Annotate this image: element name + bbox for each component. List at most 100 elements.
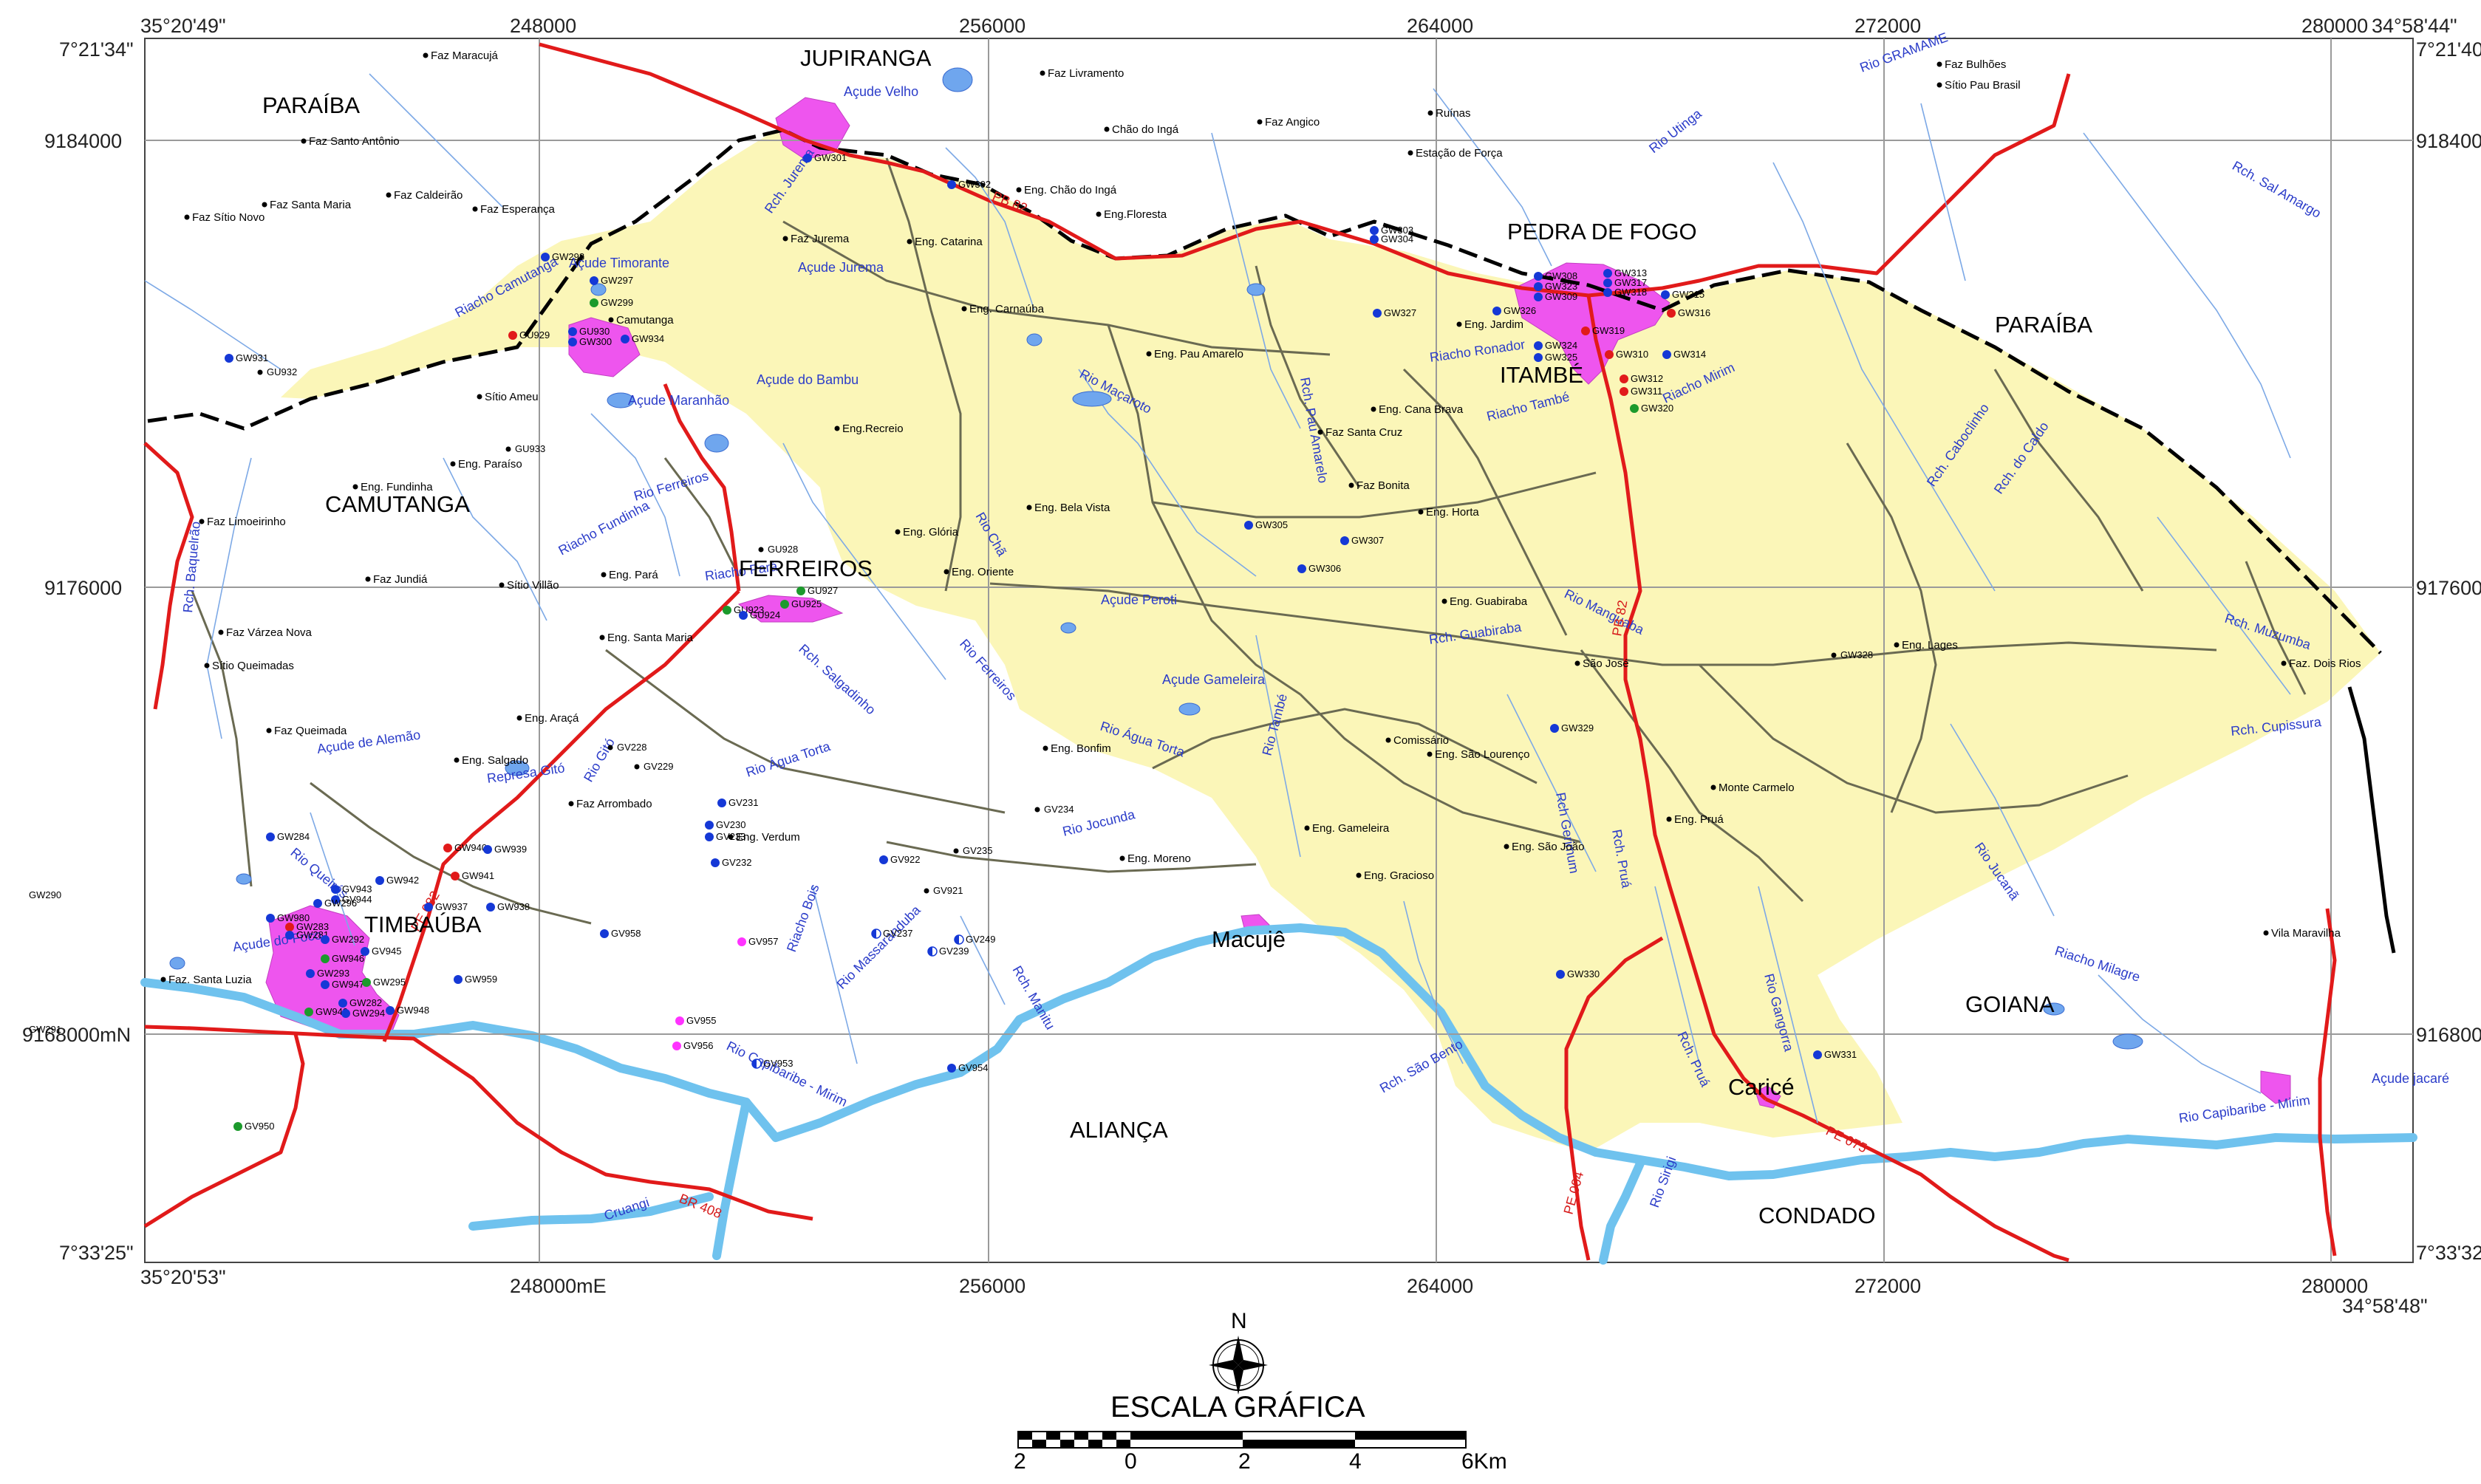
place-marker [1504,844,1509,849]
highway-br408 [144,1025,813,1221]
well-marker [1667,309,1676,318]
northing-right: 9168000 [2416,1024,2481,1046]
place-marker [907,239,912,245]
town-label: JUPIRANGA [800,45,932,71]
well-marker [483,845,492,854]
well-marker [796,587,805,595]
well-label: GW299 [601,297,633,308]
place-marker [1042,745,1048,751]
well-marker [1034,807,1040,813]
place-label: Faz Sítio Novo [192,211,265,224]
place-label: Faz Arrombado [576,798,652,810]
place-label: Eng. Fundinha [361,481,433,493]
easting-bottom: 280000 [2301,1275,2368,1297]
urban-camutanga [568,317,641,377]
well-label: GW325 [1545,352,1577,363]
well-marker [1534,293,1543,301]
well-label: GW284 [277,831,310,842]
well-label: GW326 [1504,305,1536,316]
well-label: GV957 [748,936,778,947]
place-label: Eng. Pruá [1674,813,1724,826]
place-label: São José [1583,657,1629,670]
well-label: GV234 [1044,804,1074,815]
hydro-label: Açude Jurema [798,260,884,275]
well-marker [924,888,929,894]
place-label: Eng.Floresta [1104,208,1167,221]
well-label: GV955 [686,1015,716,1026]
well-marker [1603,288,1612,297]
well-marker [257,369,263,375]
place-marker [943,569,949,575]
well-label: GW282 [349,997,382,1008]
place-label: Eng. Oriente [952,566,1014,578]
well-marker [285,923,294,931]
well-label: GV249 [966,934,995,945]
highway-west [143,442,194,710]
well-marker [675,1016,684,1025]
well-label: GW330 [1567,968,1600,979]
northing-left: 9168000mN [22,1024,131,1046]
hydro-label: Açude Velho [844,84,918,99]
northing-right: 9176000 [2416,577,2481,599]
well-label: GV239 [939,946,969,957]
well-marker [341,1009,350,1018]
highway-pe004 [1564,936,1664,1261]
well-marker [1492,307,1501,315]
well-marker [739,611,748,620]
place-label: Eng. Glória [903,526,959,538]
well-marker [1370,226,1379,235]
place-label: Eng.Recreio [842,423,904,435]
place-marker [1304,825,1310,831]
well-marker [568,327,577,336]
well-marker [1831,652,1837,658]
well-marker [1244,521,1253,530]
well-label: GV231 [728,797,758,808]
place-label: Eng. Horta [1426,506,1479,519]
place-label: Eng. Lages [1902,639,1958,652]
scale-bar-segments [1017,1431,1467,1449]
place-marker [608,317,614,323]
easting-top: 248000 [510,15,576,37]
place-marker [895,529,901,535]
well-label: GV921 [933,885,963,896]
place-label: Eng. Guabiraba [1450,595,1528,608]
well-label: GW949 [315,1006,348,1017]
place-label: Eng. Gracioso [1364,869,1434,882]
place-marker [568,801,574,807]
well-marker [443,844,452,852]
place-marker [472,206,478,212]
place-label: Eng. Paraíso [458,458,522,471]
scale-tick: 6Km [1461,1449,1507,1474]
scale-tick: 0 [1125,1449,1137,1474]
urban-ferreiros [737,595,844,623]
well-marker [1661,290,1670,299]
scale-tick: 4 [1349,1449,1362,1474]
easting-bottom: 272000 [1854,1275,1921,1297]
region-label: CONDADO [1758,1203,1875,1228]
place-label: Eng. Catarina [915,236,983,248]
well-label: GW942 [386,875,419,886]
well-label: GU929 [519,329,550,341]
highway-east [2318,908,2337,1256]
highway-sw [143,1033,305,1228]
easting-bottom: 248000mE [510,1275,607,1297]
urban-timbauba [265,905,400,1033]
well-marker [1603,269,1612,278]
easting-top: 256000 [959,15,1025,37]
town-label: TIMBAÚBA [364,912,482,937]
well-marker-half [872,929,876,938]
urban-jupiranga [775,97,850,160]
well-label: GU932 [267,366,297,377]
place-label: Faz Angico [1265,116,1320,129]
place-marker [961,306,967,312]
place-label: Eng. Pará [609,569,658,581]
well-label: GW291 [29,1024,61,1035]
place-marker [728,834,734,840]
well-marker [1550,724,1559,733]
place-label: Camutanga [616,314,674,326]
place-marker [834,425,840,431]
place-label: Eng. Santa Maria [607,632,694,644]
well-label: GW304 [1381,233,1413,245]
place-marker [1418,509,1424,515]
